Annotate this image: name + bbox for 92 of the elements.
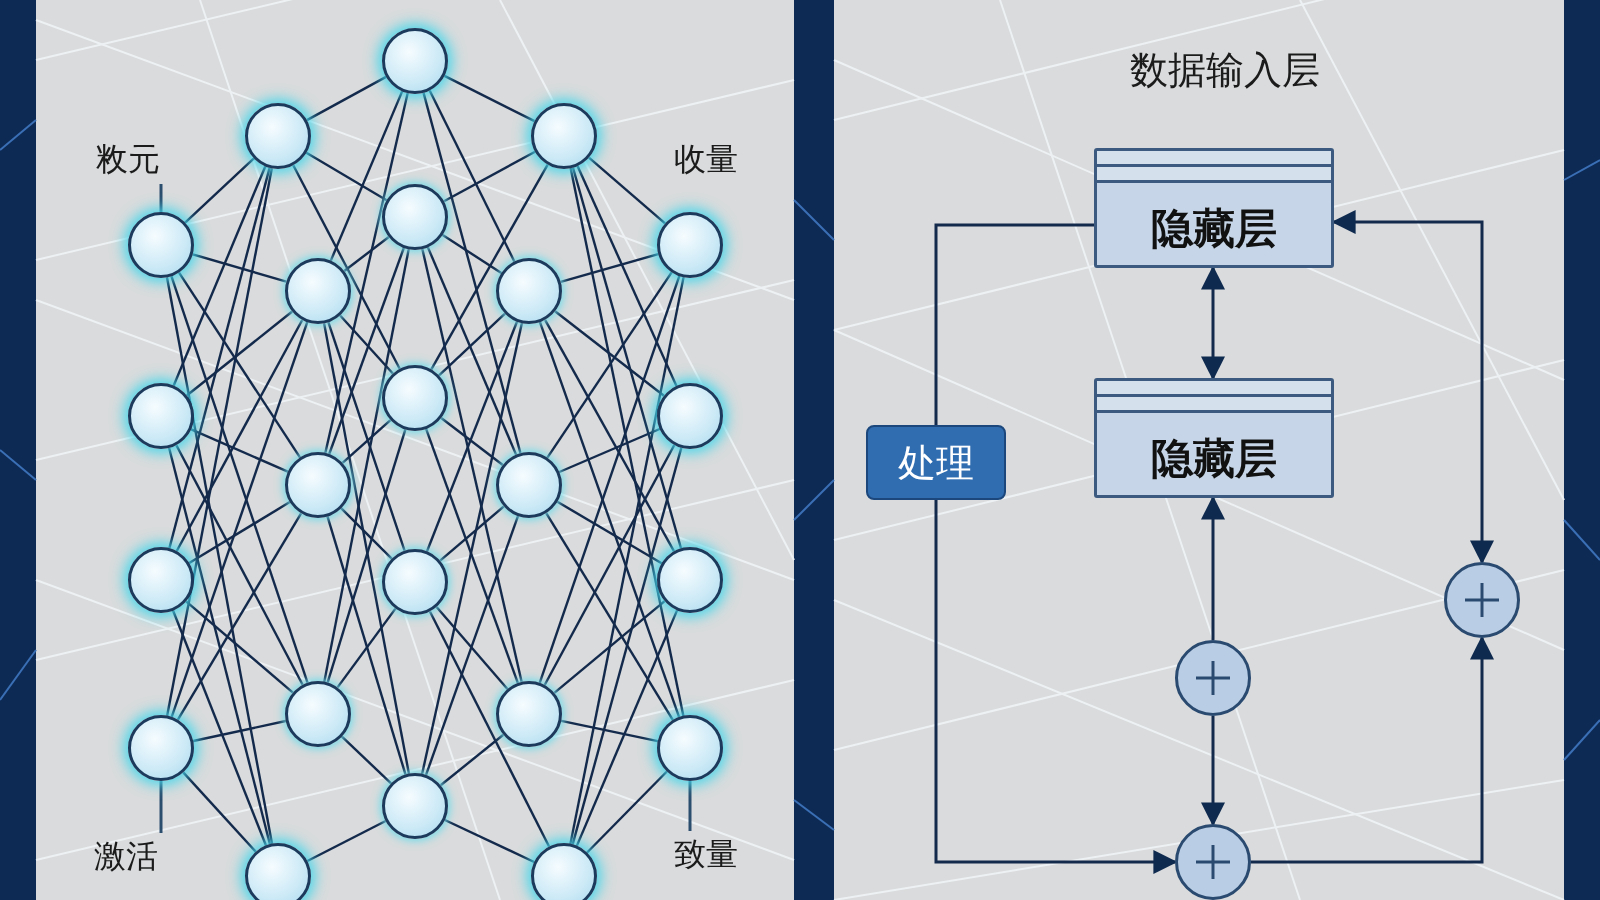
- connector-line: [420, 322, 524, 775]
- connector-line: [576, 165, 678, 387]
- connector-line: [168, 167, 271, 549]
- connector-line: [336, 607, 397, 689]
- connector-line: [421, 248, 523, 683]
- connector-line: [438, 312, 506, 377]
- connector-line: [556, 500, 663, 565]
- connector-line: [175, 319, 304, 552]
- leader-line: [159, 781, 163, 833]
- connector-line: [422, 92, 522, 454]
- connector-line: [543, 444, 676, 686]
- process-label: 处理: [898, 439, 974, 486]
- connector-line: [170, 321, 309, 718]
- connector-line: [172, 610, 267, 846]
- connector-line: [170, 275, 309, 684]
- connector-line: [428, 90, 516, 262]
- connector-line: [934, 223, 1094, 425]
- connector-line: [425, 428, 519, 684]
- connector-line: [324, 92, 409, 454]
- connector-line: [538, 275, 681, 684]
- connector-line: [571, 167, 683, 549]
- connector-line: [558, 427, 661, 474]
- connector-line: [545, 512, 674, 721]
- connector-line: [439, 733, 505, 787]
- connector-line: [323, 249, 410, 682]
- node-label: 致量: [674, 833, 738, 877]
- connector-line: [188, 501, 291, 564]
- connector-line: [328, 247, 405, 455]
- connector-line: [341, 735, 392, 785]
- leader-line: [159, 184, 163, 212]
- connector-line: [439, 505, 505, 562]
- connector-line: [178, 271, 301, 459]
- connector-line: [575, 609, 679, 847]
- panel-title: 数据输入层: [1130, 46, 1320, 94]
- connector-line: [176, 512, 303, 721]
- connector-line: [306, 75, 387, 122]
- connector-line: [444, 818, 535, 864]
- connector-line: [193, 719, 286, 743]
- connector-line: [435, 606, 509, 690]
- leader-line: [688, 781, 692, 831]
- connector-line: [185, 600, 294, 694]
- connector-line: [571, 447, 683, 845]
- connector-line: [424, 515, 520, 776]
- connector-line: [538, 321, 681, 718]
- process-box: [866, 425, 1006, 500]
- layer-box: [1094, 378, 1334, 498]
- connector-line: [182, 771, 257, 853]
- connector-line: [544, 319, 675, 552]
- connector-line: [426, 246, 518, 456]
- connector-line: [166, 168, 273, 716]
- connector-line: [569, 168, 685, 716]
- connector-line: [327, 321, 406, 552]
- connector-line: [192, 253, 287, 283]
- connector-line: [326, 516, 407, 775]
- connector-line: [440, 417, 504, 466]
- layer-label: 隐藏层: [1151, 202, 1277, 255]
- connector-line: [167, 447, 272, 845]
- connector-line: [430, 164, 549, 370]
- node-label: 敉元: [96, 138, 160, 182]
- connector-line: [428, 610, 551, 848]
- connector-line: [340, 507, 393, 560]
- connector-line: [569, 277, 685, 844]
- connector-line: [553, 600, 666, 694]
- connector-line: [326, 429, 407, 683]
- connector-line: [586, 770, 668, 854]
- connector-line: [341, 419, 392, 464]
- layer-label: 隐藏层: [1151, 432, 1277, 485]
- connector-line: [588, 156, 666, 225]
- connector-line: [443, 74, 536, 123]
- node-label: 激活: [94, 835, 158, 879]
- connector-line: [329, 90, 404, 262]
- connector-line: [343, 236, 390, 272]
- connector-line: [425, 321, 519, 552]
- connector-line: [172, 166, 267, 386]
- connector-line: [322, 323, 411, 774]
- node-label: 收量: [674, 139, 738, 180]
- connector-line: [190, 428, 289, 473]
- connector-line: [561, 719, 658, 743]
- connector-line: [306, 819, 387, 863]
- connector-line: [184, 157, 255, 224]
- connector-line: [186, 310, 293, 397]
- connector-line: [442, 233, 502, 275]
- connector-line: [339, 314, 394, 375]
- connector-line: [292, 164, 401, 370]
- connector-line: [175, 444, 304, 686]
- layer-box: [1094, 148, 1334, 268]
- connector-line: [305, 151, 388, 202]
- connector-line: [554, 310, 665, 397]
- connector-line: [443, 150, 536, 203]
- connector-line: [165, 277, 274, 844]
- connector-line: [546, 271, 673, 459]
- connector-line: [560, 252, 659, 284]
